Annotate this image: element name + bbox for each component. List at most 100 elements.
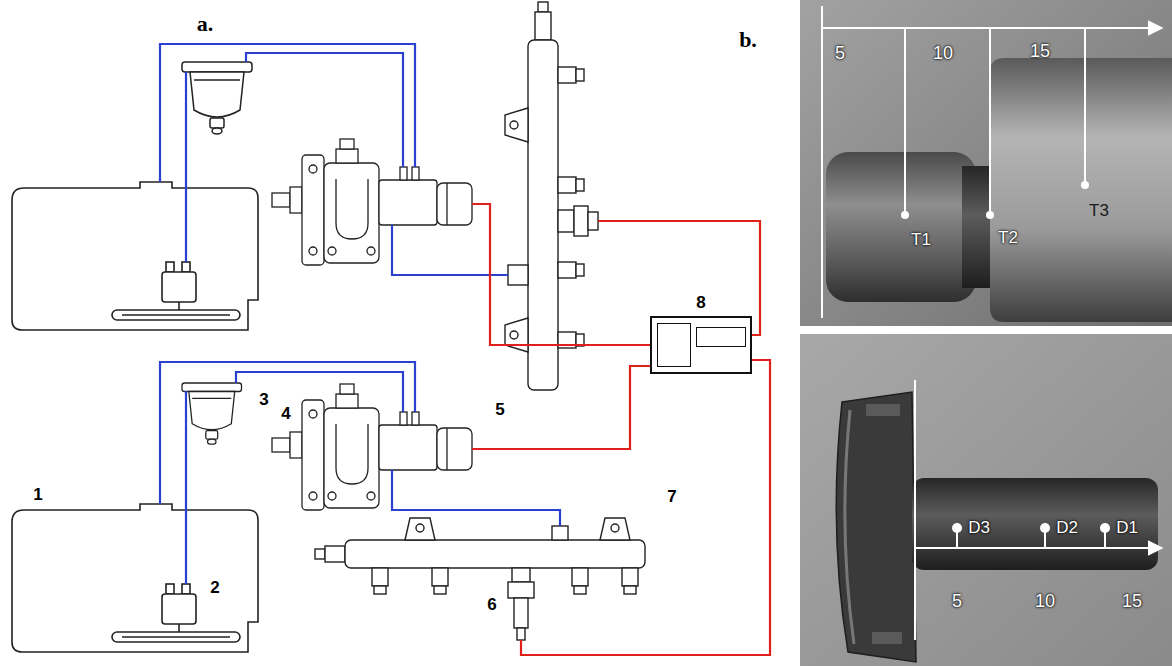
- sample-photo: [990, 58, 1172, 322]
- fuel-rail: [552, 526, 568, 540]
- low-pressure-line: [236, 372, 403, 412]
- measurement-point-label: T2: [998, 229, 1018, 248]
- sample-photo: [1084, 28, 1086, 181]
- measurement-point-label: D3: [968, 519, 990, 538]
- measurement-point-label: T1: [911, 231, 931, 250]
- fuel-rail: [538, 2, 548, 12]
- sample-photo: [989, 28, 991, 211]
- pressure-sensor: [508, 568, 534, 640]
- axis-tick-label: 5: [952, 592, 962, 612]
- sample-photo: [800, 334, 1172, 666]
- low-pressure-line: [246, 53, 403, 167]
- controller-box: [650, 316, 752, 374]
- fuel-rail: [528, 40, 558, 390]
- panel-letter: b.: [739, 28, 757, 52]
- fuel-rail: [505, 2, 598, 390]
- fuel-rail: [558, 262, 576, 278]
- fuel-rail: [416, 524, 424, 532]
- fuel-rail: [588, 212, 598, 230]
- fuel-rail: [535, 12, 551, 40]
- fuel-rail: [574, 206, 588, 236]
- sample-photo: [845, 410, 854, 644]
- pressure-sensor: [512, 568, 530, 582]
- fuel-tank: [12, 182, 258, 652]
- sample-photo: [914, 380, 916, 640]
- pressure-sensor: [517, 628, 525, 640]
- sample-photo: [866, 404, 900, 416]
- fuel-filter: [182, 383, 242, 444]
- axis-tick-label: 10: [933, 44, 953, 64]
- sample-photo: [904, 28, 906, 211]
- sample-photo: [912, 478, 1158, 570]
- sample-photo: [1100, 523, 1110, 533]
- callout-number: 7: [667, 488, 676, 507]
- panel-letter: a.: [197, 12, 214, 36]
- sample-photo: [800, 0, 1172, 326]
- fuel-rail: [611, 524, 619, 532]
- fuel-filter: [182, 62, 252, 134]
- sample-photo: [915, 547, 1162, 549]
- sample-photo: [800, 0, 1172, 326]
- fuel-filter: [182, 62, 252, 444]
- fuel-rail: [558, 210, 574, 232]
- controller-unit: 8: [650, 294, 752, 374]
- display-panel: [696, 327, 746, 347]
- sample-photo: [1081, 181, 1089, 189]
- fuel-rail: [315, 518, 645, 594]
- fuel-rail: [574, 586, 586, 594]
- sample-photo: [826, 152, 976, 302]
- fuel-rail: [505, 108, 528, 142]
- fuel-rail: [325, 546, 345, 562]
- sample-photo: [952, 523, 962, 533]
- high-pressure-pump: [272, 139, 472, 265]
- callout-number: 6: [487, 596, 496, 615]
- sample-photo: [800, 334, 1172, 666]
- axis-tick-label: 15: [1122, 592, 1142, 612]
- fuel-rail: [315, 549, 325, 559]
- signal-wire: [472, 204, 650, 345]
- fuel-rail: [345, 540, 645, 568]
- low-pressure-line: [160, 44, 560, 584]
- sample-photo: [821, 6, 823, 318]
- callout-number: 8: [650, 294, 752, 313]
- sample-photo: [836, 392, 916, 662]
- signal-wire: [472, 366, 650, 449]
- fuel-rail: [622, 568, 638, 586]
- fuel-rail: [576, 264, 584, 276]
- fuel-tank: [12, 182, 258, 330]
- fuel-rail: [374, 586, 386, 594]
- pressure-sensor: [508, 582, 534, 598]
- callout-number: 1: [33, 486, 42, 505]
- fuel-rail: [432, 568, 448, 586]
- low-pressure-line: [160, 362, 415, 504]
- fuel-rail: [405, 518, 435, 540]
- sample-photo: [901, 211, 909, 219]
- axis-tick-label: 5: [835, 44, 845, 64]
- fuel-rail: [576, 69, 584, 81]
- fuel-rail: [576, 179, 584, 191]
- fuel-rail: [624, 586, 636, 594]
- low-pressure-line: [185, 391, 187, 584]
- callout-number: 4: [281, 405, 290, 424]
- axis-tick-label: 15: [1030, 42, 1050, 62]
- high-pressure-pump: [272, 384, 472, 510]
- sample-photo: [872, 632, 902, 644]
- low-pressure-line: [185, 72, 187, 262]
- pressure-sensor: [514, 598, 528, 628]
- axis-tick-label: 10: [1035, 592, 1055, 612]
- sample-photo: [1040, 523, 1050, 533]
- fuel-rail: [558, 67, 576, 83]
- measurement-point-label: T3: [1089, 202, 1109, 221]
- fuel-rail: [558, 177, 576, 193]
- low-pressure-line: [160, 44, 415, 182]
- signal-wire: [521, 360, 770, 655]
- callout-number: 5: [495, 401, 504, 420]
- fuel-rail: [510, 121, 518, 129]
- fuel-rail: [508, 265, 528, 285]
- callout-number: 2: [210, 579, 219, 598]
- callout-number: 3: [259, 391, 268, 410]
